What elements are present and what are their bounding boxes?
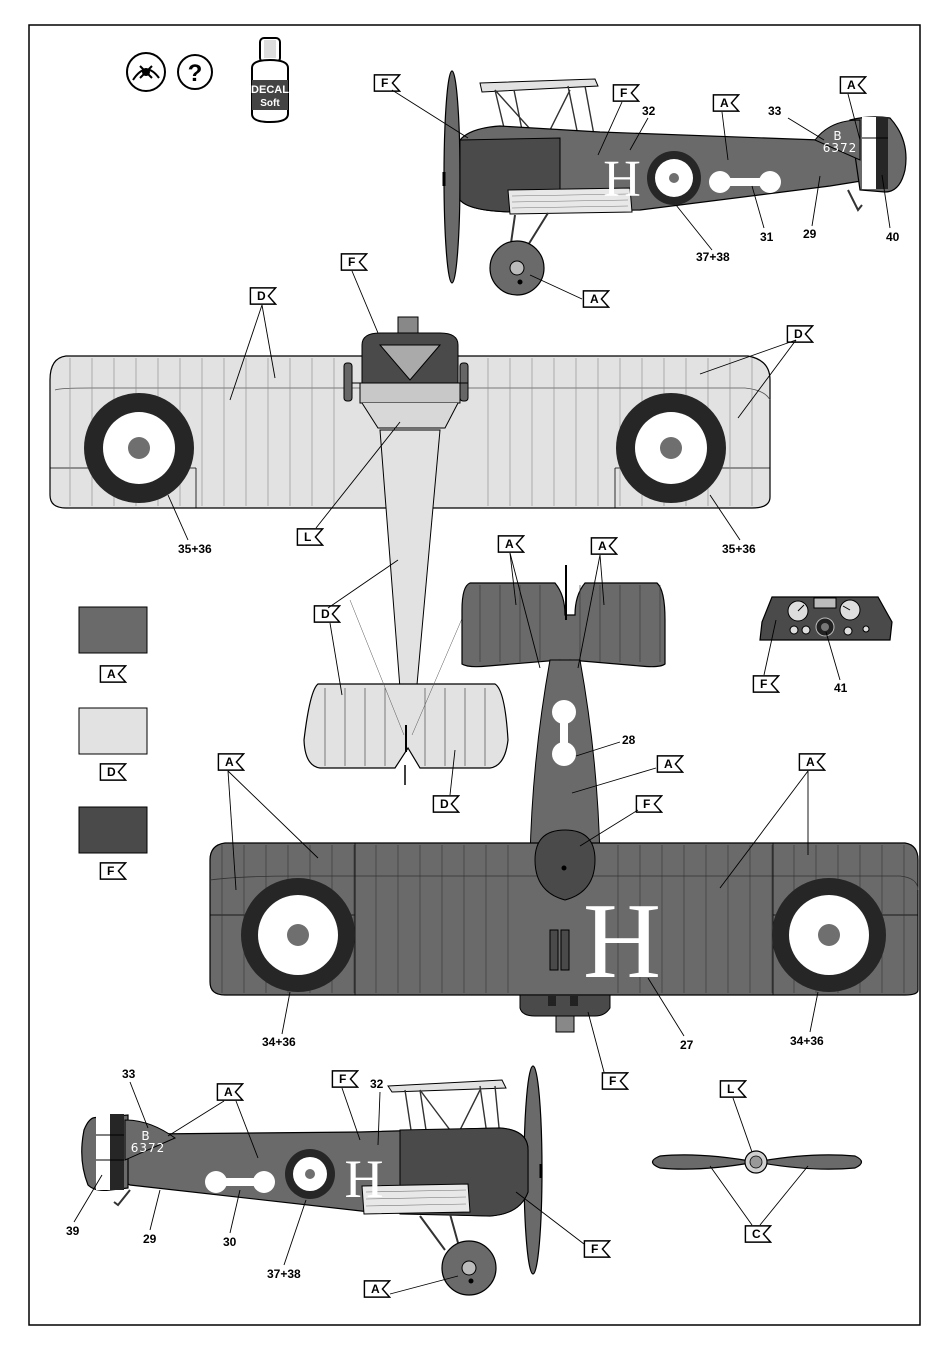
num-33-top: 33 xyxy=(768,104,782,118)
num-28: 28 xyxy=(622,733,636,747)
legend-label-f: F xyxy=(107,864,114,878)
num-41: 41 xyxy=(834,681,848,695)
side-view-right: B 6372 H xyxy=(444,71,906,295)
flag-f-upper: F xyxy=(348,255,355,269)
tailplane-dark xyxy=(462,565,665,667)
num-27: 27 xyxy=(680,1038,694,1052)
flag-f-top-1: F xyxy=(381,76,388,90)
num-40-top: 40 xyxy=(886,230,900,244)
fuselage-letter-bottom: H xyxy=(345,1149,384,1209)
bottle-label-line1: DECAL xyxy=(251,84,289,96)
flag-a-lower-3: A xyxy=(664,757,673,771)
decal-soft-bottle-icon: DECAL Soft xyxy=(251,38,289,122)
flag-a-lower-2: A xyxy=(806,755,815,769)
flag-a-tail-2: A xyxy=(598,539,607,553)
swatch-f xyxy=(79,807,147,853)
num-33-bottom: 33 xyxy=(122,1067,136,1081)
side-view-left: B 6372 H xyxy=(82,1066,542,1295)
flag-a-tail-1: A xyxy=(505,537,514,551)
flag-d-upper-1: D xyxy=(257,289,266,303)
flag-a-top-3: A xyxy=(590,292,599,306)
flag-a-bottom-1: A xyxy=(224,1085,233,1099)
flag-d-tail-1: D xyxy=(321,607,330,621)
flag-f-top-2: F xyxy=(620,86,627,100)
swatch-a xyxy=(79,607,147,653)
question-icon: ? xyxy=(178,55,212,89)
serial-number-top: 6372 xyxy=(823,141,858,155)
flag-a-top-2: A xyxy=(847,78,856,92)
flag-f-bottom-2: F xyxy=(591,1242,598,1256)
num-29-top: 29 xyxy=(803,227,817,241)
num-3536-right: 35+36 xyxy=(722,542,756,556)
num-32-bottom: 32 xyxy=(370,1077,384,1091)
bottle-label-line2: Soft xyxy=(260,98,280,109)
num-39: 39 xyxy=(66,1224,80,1238)
flag-f-panel: F xyxy=(760,677,767,691)
flag-l-prop: L xyxy=(727,1082,734,1096)
propeller xyxy=(653,1151,862,1173)
decal-warning-icon xyxy=(127,53,165,91)
num-32-top: 32 xyxy=(642,104,656,118)
serial-number-bottom: 6372 xyxy=(131,1141,166,1155)
fuselage-letter-top: H xyxy=(603,151,641,208)
flag-a-lower-1: A xyxy=(225,755,234,769)
swatch-d xyxy=(79,708,147,754)
flag-d-upper-2: D xyxy=(794,327,803,341)
flag-a-top-1: A xyxy=(720,96,729,110)
flag-d-tail-2: D xyxy=(440,797,449,811)
num-3738-top: 37+38 xyxy=(696,250,730,264)
flag-c-prop: C xyxy=(752,1227,761,1241)
flag-l-upper: L xyxy=(304,530,311,544)
legend-label-d: D xyxy=(107,765,116,779)
color-legend: A D F xyxy=(79,607,147,879)
flag-f-lower-1: F xyxy=(643,797,650,811)
legend-label-a: A xyxy=(107,667,116,681)
num-3436-right: 34+36 xyxy=(790,1034,824,1048)
flag-f-lower-2: F xyxy=(609,1074,616,1088)
num-30: 30 xyxy=(223,1235,237,1249)
num-31-top: 31 xyxy=(760,230,774,244)
num-3536-left: 35+36 xyxy=(178,542,212,556)
num-29-bottom: 29 xyxy=(143,1232,157,1246)
flag-a-bottom-2: A xyxy=(371,1282,380,1296)
fuselage-letter-lower: H xyxy=(583,882,661,1001)
question-glyph: ? xyxy=(188,60,203,87)
flag-f-bottom-1: F xyxy=(339,1072,346,1086)
num-3738-bottom: 37+38 xyxy=(267,1267,301,1281)
num-3436-left: 34+36 xyxy=(262,1035,296,1049)
